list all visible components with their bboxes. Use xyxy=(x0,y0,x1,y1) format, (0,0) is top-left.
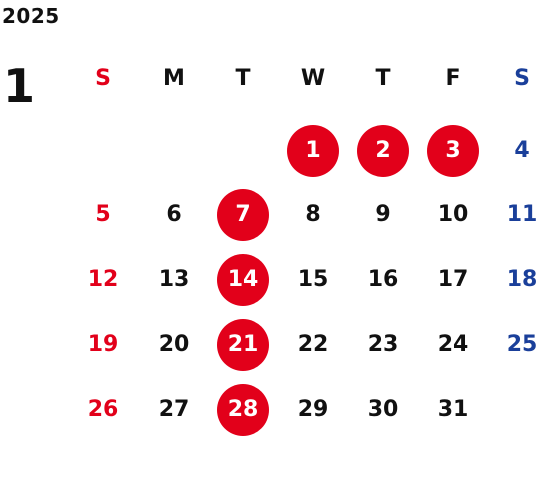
day-cell: 4 xyxy=(514,138,530,163)
day-cell: 8 xyxy=(305,202,321,227)
weekday-sat: S xyxy=(514,66,530,91)
day-cell-highlighted: 1 xyxy=(287,125,339,177)
day-cell: 13 xyxy=(158,267,190,292)
day-cell: 29 xyxy=(297,397,329,422)
weekday-sun: S xyxy=(95,66,111,91)
day-cell: 25 xyxy=(506,332,538,357)
weekday-mon: M xyxy=(163,66,185,91)
day-cell: 26 xyxy=(87,397,119,422)
day-cell: 9 xyxy=(375,202,391,227)
weekday-thu: T xyxy=(375,66,391,91)
day-cell: 5 xyxy=(95,202,111,227)
day-cell: 23 xyxy=(367,332,399,357)
day-cell-highlighted: 14 xyxy=(217,254,269,306)
day-cell: 30 xyxy=(367,397,399,422)
day-cell: 24 xyxy=(437,332,469,357)
day-cell: 22 xyxy=(297,332,329,357)
day-cell-highlighted: 28 xyxy=(217,384,269,436)
day-cell: 17 xyxy=(437,267,469,292)
month-number: 1 xyxy=(3,59,36,113)
day-cell: 12 xyxy=(87,267,119,292)
weekday-tue: T xyxy=(235,66,251,91)
day-cell: 10 xyxy=(437,202,469,227)
day-cell: 27 xyxy=(158,397,190,422)
year-label: 2025 xyxy=(2,4,60,28)
day-cell: 18 xyxy=(506,267,538,292)
day-cell: 19 xyxy=(87,332,119,357)
day-cell: 20 xyxy=(158,332,190,357)
day-cell: 31 xyxy=(437,397,469,422)
weekday-wed: W xyxy=(300,66,326,91)
day-cell: 11 xyxy=(506,202,538,227)
day-cell: 16 xyxy=(367,267,399,292)
day-cell: 15 xyxy=(297,267,329,292)
weekday-fri: F xyxy=(445,66,461,91)
day-cell: 6 xyxy=(166,202,182,227)
day-cell-highlighted: 21 xyxy=(217,319,269,371)
day-cell-highlighted: 3 xyxy=(427,125,479,177)
day-cell-highlighted: 7 xyxy=(217,189,269,241)
day-cell-highlighted: 2 xyxy=(357,125,409,177)
